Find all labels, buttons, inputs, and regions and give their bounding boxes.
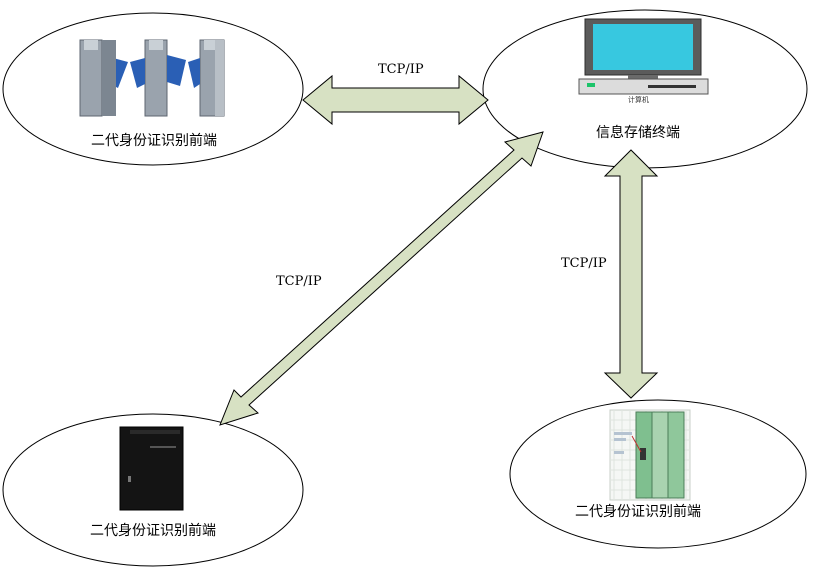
- computer-terminal-icon: [578, 18, 709, 95]
- cabinet-front-label: 二代身份证识别前端: [90, 523, 216, 539]
- arrow-top-horizontal: [302, 74, 489, 126]
- arrow-diagonal: [219, 131, 544, 426]
- tcp-ip-label-diagonal: TCP/IP: [276, 274, 322, 289]
- server-rack-image: [609, 409, 691, 501]
- arrow-vertical: [603, 149, 659, 399]
- turnstile-front-label: 二代身份证识别前端: [91, 133, 217, 149]
- storage-terminal-label: 信息存储终端: [596, 125, 680, 141]
- tcp-ip-label-top: TCP/IP: [378, 62, 424, 77]
- rack-front-label: 二代身份证识别前端: [575, 504, 701, 520]
- tcp-ip-label-vertical: TCP/IP: [561, 256, 607, 271]
- black-cabinet-image: [119, 426, 184, 511]
- turnstile-gates-image: [79, 39, 225, 117]
- computer-caption: 计算机: [628, 96, 649, 104]
